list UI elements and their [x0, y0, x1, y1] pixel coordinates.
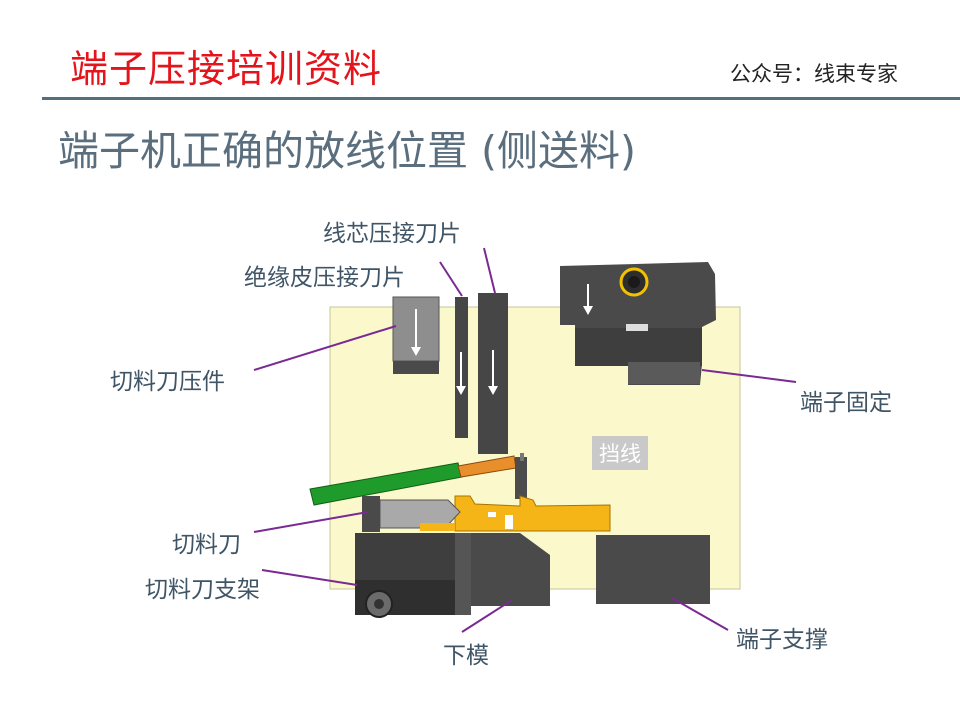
core-crimp-blade	[478, 293, 508, 454]
header-title: 端子压接培训资料	[70, 47, 383, 91]
label-cutter: 切料刀	[172, 532, 241, 558]
header-account: 公众号：线束专家	[730, 62, 898, 86]
label-lower-die: 下模	[443, 643, 489, 669]
lower-die	[455, 533, 550, 615]
wire	[309, 455, 517, 506]
label-stop-wire: 挡线	[592, 436, 648, 470]
label-terminal-fix: 端子固定	[800, 390, 892, 416]
cutter-part	[362, 496, 461, 532]
terminal-fix-block	[560, 262, 716, 385]
header-divider	[42, 97, 960, 100]
terminal-strip	[454, 495, 611, 532]
label-cutter-press: 切料刀压件	[110, 369, 225, 395]
label-terminal-support: 端子支撑	[736, 627, 828, 653]
cutter-bracket	[355, 533, 455, 618]
label-insulation-crimp-blade: 绝缘皮压接刀片	[244, 265, 405, 291]
cutter-press-part	[392, 296, 440, 374]
leader-lines	[253, 247, 797, 633]
label-core-crimp-blade: 线芯压接刀片	[323, 221, 461, 247]
slide-title: 端子机正确的放线位置 (侧送料)	[58, 127, 637, 175]
label-cutter-bracket: 切料刀支架	[145, 577, 260, 603]
terminal-support	[596, 535, 710, 604]
insulation-crimp-blade	[455, 297, 468, 438]
wire-stop	[515, 453, 527, 499]
